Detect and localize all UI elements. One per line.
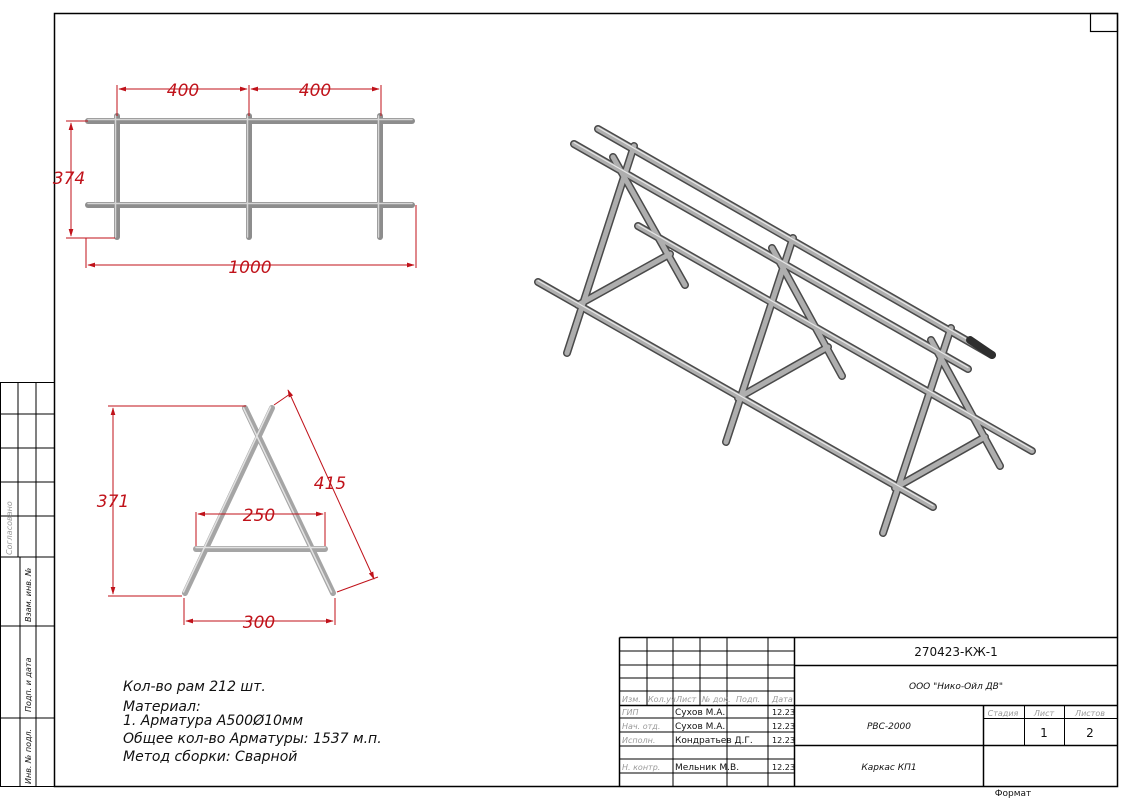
tb-role-nach: Нач. отд. (622, 722, 660, 731)
tb-date-gip: 12.23 (772, 708, 795, 717)
tb-role-ispoln: Исполн. (622, 736, 655, 745)
note-material-item: 1. Арматура А500Ø10мм (123, 713, 303, 729)
tb-role-gip: ГИП (622, 708, 638, 717)
sheet-title: Каркас КП1 (861, 763, 916, 773)
note-total-rebar: Общее кол-во Арматуры: 1537 м.п. (123, 731, 382, 747)
sheets-label: Листов (1074, 709, 1105, 718)
dim-plan-width-1: 400 (167, 81, 199, 101)
tb-name-ispoln: Кондратьев Д.Г. (675, 736, 753, 746)
tb-hdr-list: Лист (675, 695, 697, 704)
sheets-count: 2 (1086, 726, 1094, 740)
dim-side-base: 300 (243, 613, 275, 633)
note-material-heading: Материал: (123, 699, 201, 715)
left-strip (0, 382, 55, 787)
dim-plan-width-2: 400 (299, 81, 331, 101)
stage-label: Стадия (988, 709, 1019, 718)
dim-side-crossbar: 250 (243, 506, 275, 526)
tb-name-nach: Сухов М.А. (675, 722, 725, 732)
dim-plan-height: 374 (53, 169, 85, 189)
side-view (182, 405, 336, 596)
sheet-number: 1 (1040, 726, 1048, 740)
tb-hdr-data: Дата (771, 695, 793, 704)
note-frame-count: Кол-во рам 212 шт. (123, 679, 266, 695)
title-block (618, 636, 1118, 787)
tb-hdr-kol: Кол.уч (648, 695, 676, 704)
dim-side-height: 371 (97, 492, 129, 512)
sign-date-label: Подп. и дата (24, 657, 33, 712)
plan-dimensions (66, 85, 417, 268)
isometric-view (534, 125, 1036, 537)
side-dimensions (108, 389, 379, 625)
tb-role-nkontr: Н. контр. (622, 763, 660, 772)
note-assembly-method: Метод сборки: Сварной (123, 749, 297, 765)
company-name: ООО "Нико-Ойл ДВ" (909, 682, 1003, 692)
sheet-label: Лист (1033, 709, 1055, 718)
tb-hdr-podp: Подп. (736, 695, 760, 704)
tb-hdr-ndok: № док. (701, 695, 731, 704)
tb-name-gip: Сухов М.А. (675, 708, 725, 718)
tb-date-nkontr: 12.23 (772, 763, 795, 772)
approved-label: Согласовано (5, 501, 14, 555)
replacement-inv-label: Взам. инв. № (24, 568, 33, 622)
tb-name-nkontr: Мельник М.В. (675, 763, 739, 773)
dim-plan-total: 1000 (228, 258, 271, 278)
plan-view (85, 113, 415, 240)
doc-code: 270423-КЖ-1 (914, 645, 998, 659)
format-label: Формат (995, 789, 1032, 799)
dim-side-diagonal: 415 (314, 474, 346, 494)
project-name: РВС-2000 (867, 722, 911, 732)
tb-date-nach: 12.23 (772, 722, 795, 731)
tb-hdr-izm: Изм. (622, 695, 641, 704)
inventory-no-label: Инв. № подл. (24, 729, 33, 784)
tb-date-ispoln: 12.23 (772, 736, 795, 745)
sheet-frame (53, 12, 1119, 788)
